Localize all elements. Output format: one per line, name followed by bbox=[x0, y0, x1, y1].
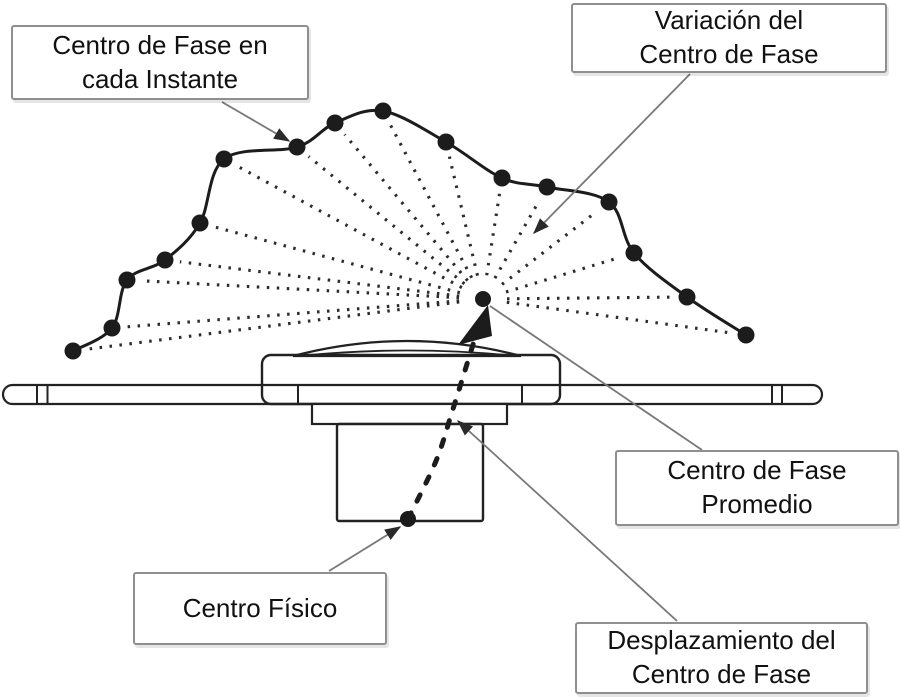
label-variation-line1: Variación del bbox=[654, 5, 804, 36]
antenna-flange bbox=[310, 402, 509, 426]
instant-phase-center-curve bbox=[72, 108, 747, 353]
label-displacement-line1: Desplazamiento del bbox=[607, 625, 836, 656]
instant-phase-center-dot bbox=[215, 150, 233, 168]
antenna-dome-inner bbox=[298, 349, 518, 357]
phase-ray-dotted-line bbox=[126, 299, 460, 329]
label-instant-line2: cada Instante bbox=[81, 63, 239, 94]
phase-ray-dotted-line bbox=[447, 156, 480, 276]
phase-ray-dotted-line bbox=[506, 300, 732, 335]
phase-ray-dotted-line bbox=[87, 300, 460, 351]
leader-physical bbox=[328, 526, 402, 572]
phase-ray-dotted-line bbox=[307, 155, 466, 286]
displacement-arrowhead-icon bbox=[458, 305, 492, 345]
instant-phase-center-dot bbox=[64, 342, 82, 360]
instant-phase-center-dot bbox=[374, 102, 392, 120]
physical-center-dot bbox=[400, 511, 416, 527]
phase-ray-dotted-line bbox=[343, 133, 469, 282]
instant-phase-center-dot bbox=[326, 114, 344, 132]
instant-phase-center-dot bbox=[538, 178, 556, 196]
label-average-phase-center: Centro de Fase Promedio bbox=[615, 450, 899, 526]
label-instant-phase-center: Centro de Fase en cada Instante bbox=[11, 25, 309, 100]
phase-ray-dotted-line bbox=[236, 164, 463, 289]
leader-lines bbox=[221, 73, 703, 622]
antenna-ground-plane bbox=[1, 383, 824, 406]
instant-phase-center-dot bbox=[737, 326, 755, 344]
instant-phase-center-dot bbox=[600, 193, 618, 211]
instant-phase-center-dots bbox=[64, 102, 755, 360]
instant-phase-center-dot bbox=[191, 214, 209, 232]
instant-phase-center-dot bbox=[118, 271, 136, 289]
antenna-connector bbox=[335, 422, 485, 523]
label-displacement-line2: Centro de Fase bbox=[631, 659, 812, 689]
instant-phase-center-dot bbox=[288, 138, 306, 156]
phase-ray-dotted-line bbox=[493, 199, 541, 279]
phase-ray-dotted-line bbox=[179, 260, 460, 298]
instant-phase-center-dot bbox=[678, 288, 696, 306]
instant-phase-center-dot bbox=[156, 251, 174, 269]
phase-ray-dotted-line bbox=[506, 295, 673, 301]
leader-instant bbox=[221, 101, 291, 142]
phase-ray-dotted-line bbox=[485, 192, 502, 276]
label-average-line2: Promedio bbox=[701, 489, 813, 519]
antenna-drawing bbox=[1, 339, 824, 523]
leader-displacement bbox=[457, 420, 678, 622]
phase-ray-dotted-line bbox=[214, 225, 461, 295]
label-variation-line2: Centro de Fase bbox=[639, 39, 819, 69]
label-phase-center-displacement: Desplazamiento del Centro de Fase bbox=[575, 622, 868, 694]
label-instant-line1: Centro de Fase en bbox=[52, 29, 268, 60]
instant-phase-center-dot bbox=[625, 244, 643, 262]
instant-phase-center-path bbox=[72, 108, 747, 353]
phase-ray-dotted-line bbox=[388, 123, 474, 279]
average-phase-center-dot bbox=[475, 291, 491, 307]
leader-variation bbox=[533, 73, 691, 234]
label-physical-center: Centro Físico bbox=[133, 572, 387, 645]
phase-ray-dotted-line bbox=[505, 255, 621, 294]
center-points bbox=[400, 291, 491, 527]
label-physical-line1: Centro Físico bbox=[182, 592, 338, 623]
phase-center-displacement-arrow bbox=[405, 305, 492, 522]
instant-phase-center-dot bbox=[103, 319, 121, 337]
instant-phase-center-dot bbox=[437, 133, 455, 151]
phase-center-rays bbox=[87, 123, 732, 351]
leader-average bbox=[489, 305, 703, 451]
label-average-line1: Centro de Fase bbox=[667, 455, 847, 486]
instant-phase-center-dot bbox=[493, 169, 511, 187]
phase-ray-dotted-line bbox=[141, 279, 460, 300]
phase-ray-dotted-line bbox=[501, 209, 599, 286]
label-phase-center-variation: Variación del Centro de Fase bbox=[571, 3, 887, 73]
